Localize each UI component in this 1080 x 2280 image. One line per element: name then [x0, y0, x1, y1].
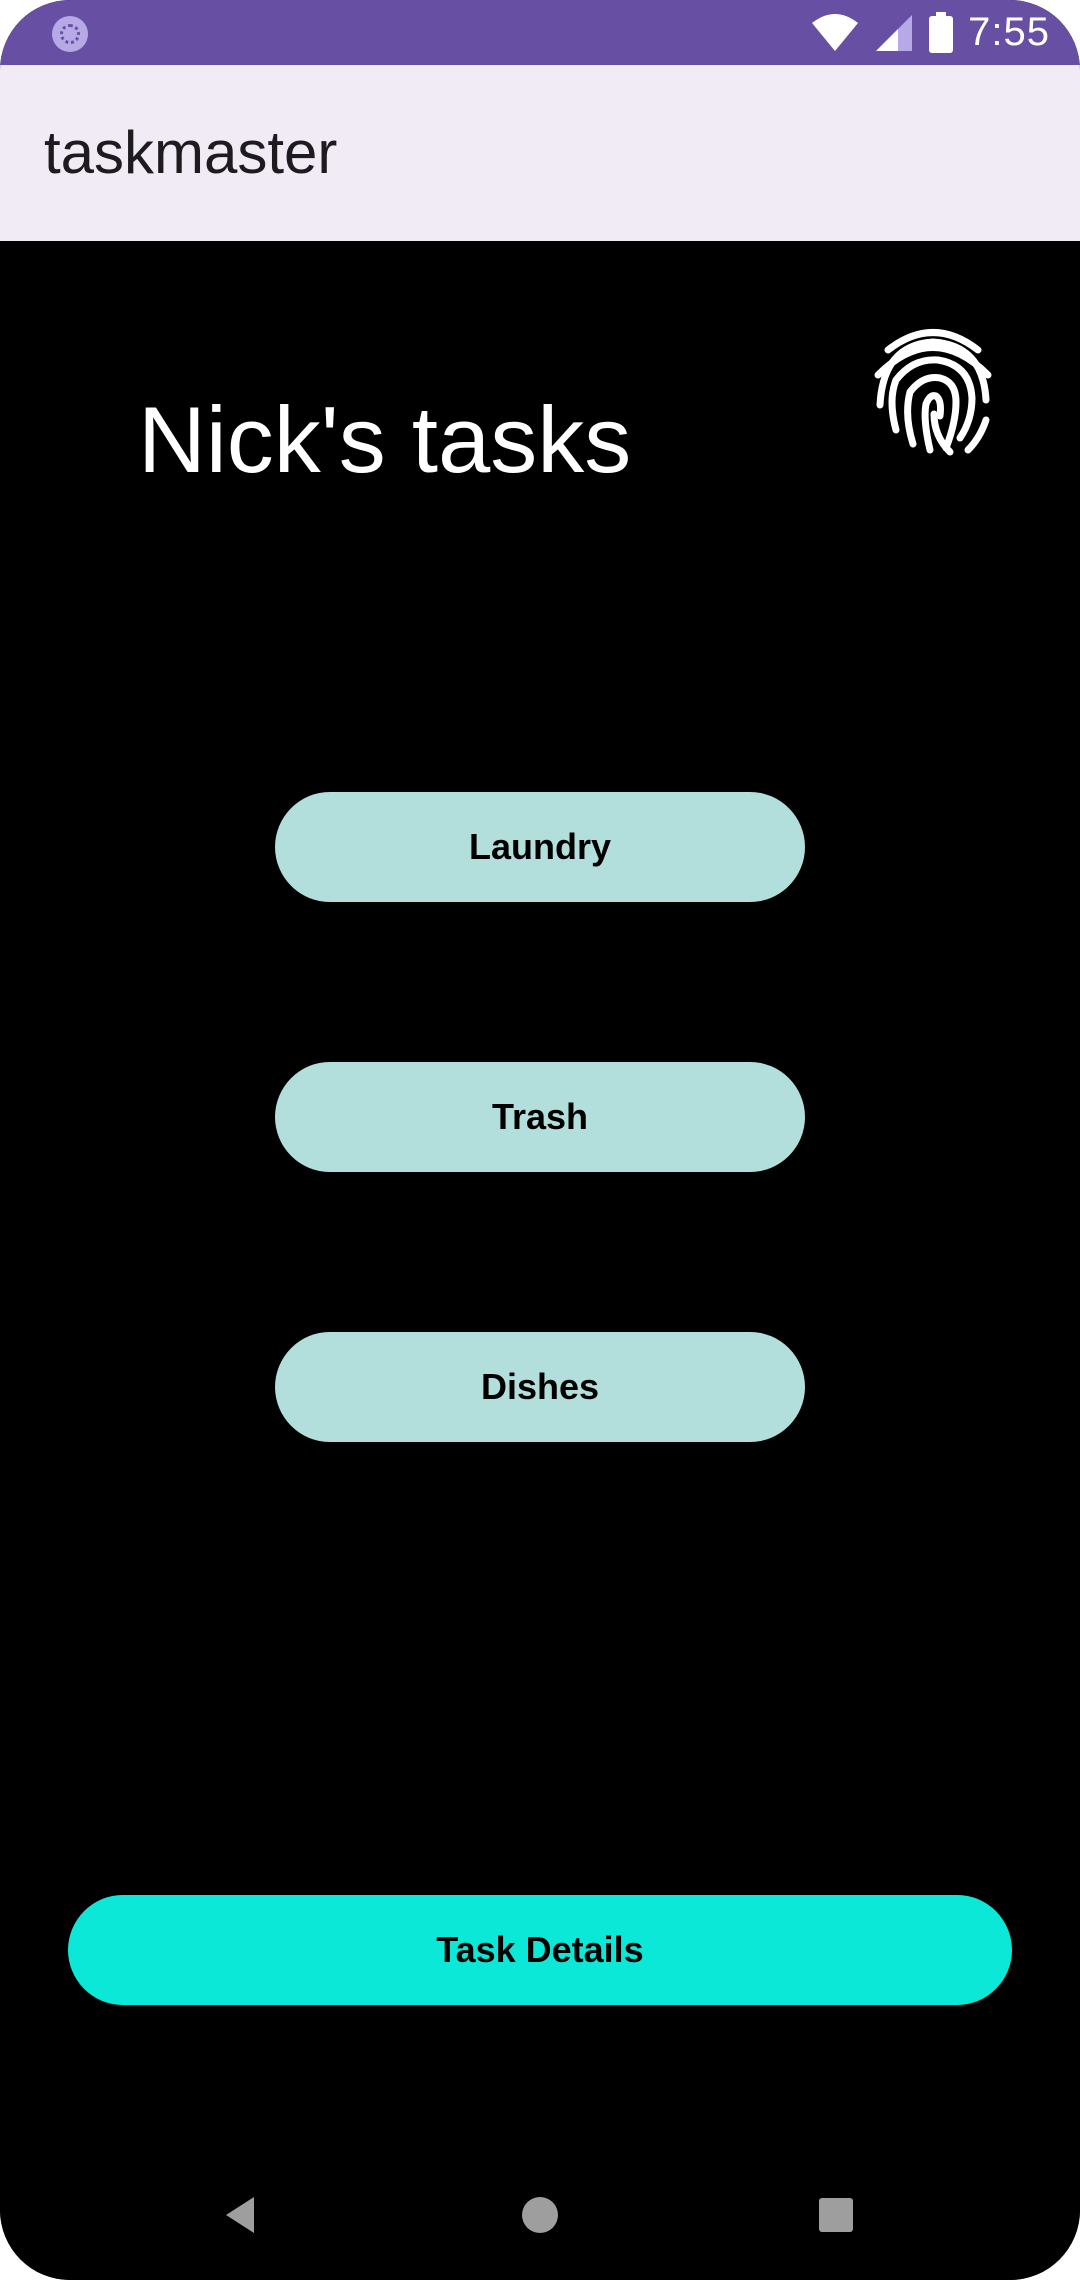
task-button-dishes[interactable]: Dishes [275, 1332, 805, 1442]
home-button[interactable] [490, 2150, 590, 2280]
fingerprint-icon[interactable] [868, 320, 998, 460]
status-indicators: 7:55 [810, 0, 1050, 65]
app-title: taskmaster [44, 119, 338, 186]
back-button[interactable] [192, 2150, 292, 2280]
status-bar: 7:55 [0, 0, 1080, 65]
cellular-signal-icon [876, 14, 913, 51]
home-icon [522, 2197, 558, 2233]
battery-icon [929, 11, 954, 53]
task-button-laundry[interactable]: Laundry [275, 792, 805, 902]
app-bar: taskmaster [0, 65, 1080, 241]
navigation-bar [0, 2150, 1080, 2280]
recents-icon [819, 2198, 853, 2232]
app-notification-icon [52, 16, 88, 52]
task-button-trash[interactable]: Trash [275, 1062, 805, 1172]
page-title: Nick's tasks [138, 387, 632, 492]
status-time: 7:55 [968, 10, 1050, 54]
task-details-button[interactable]: Task Details [68, 1895, 1012, 2005]
recents-button[interactable] [786, 2150, 886, 2280]
wifi-icon [812, 13, 859, 51]
back-icon [226, 2197, 254, 2233]
